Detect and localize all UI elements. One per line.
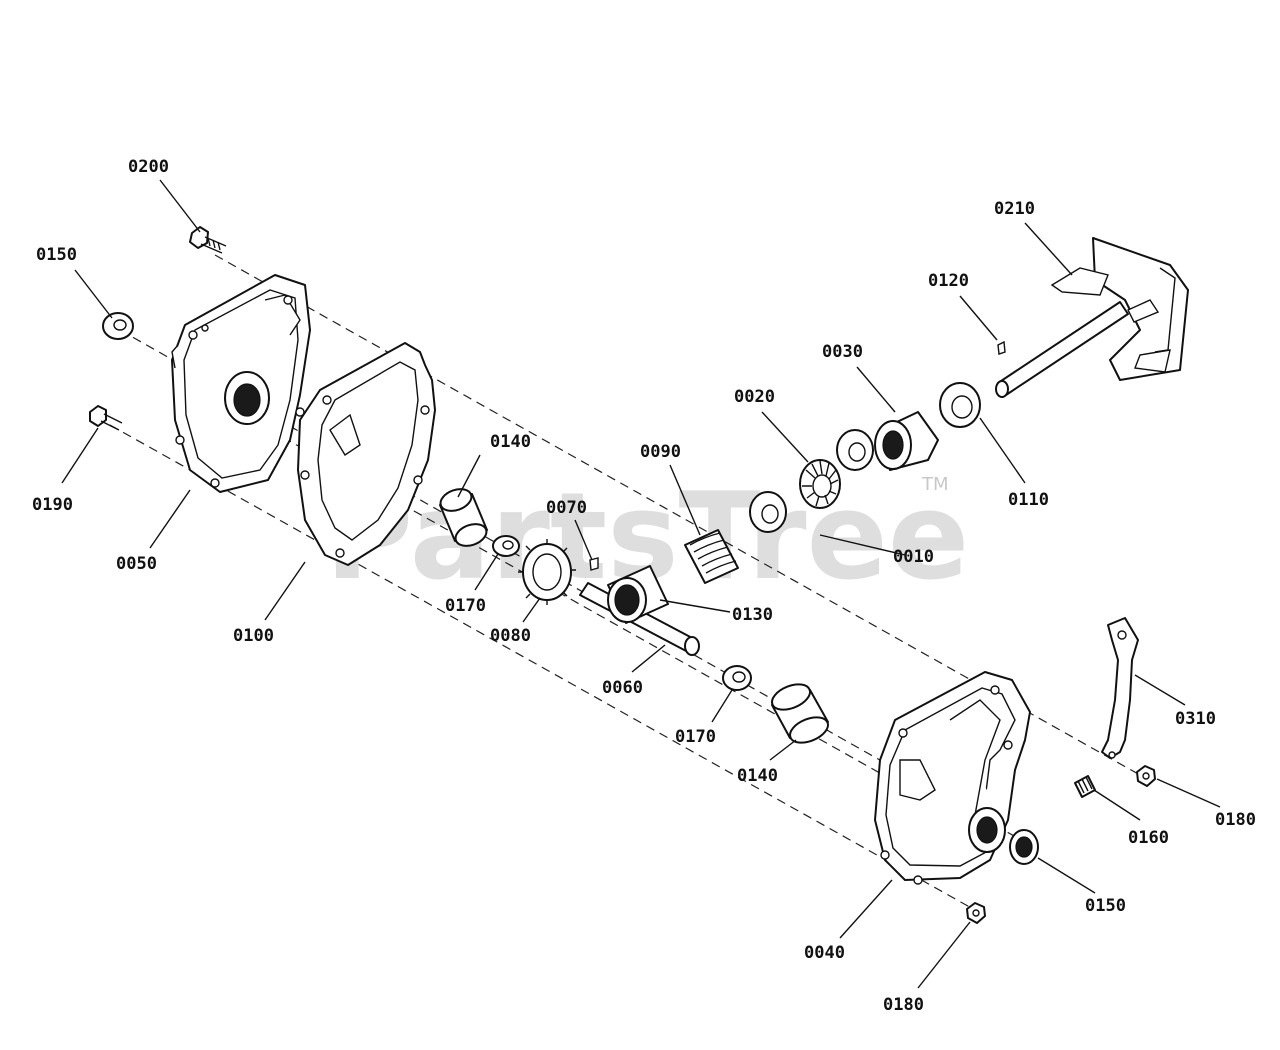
- part-bushing-0140-left[interactable]: [438, 485, 490, 550]
- leader-lines: [61, 179, 1221, 989]
- label-0180-bottom: 0180: [883, 995, 924, 1015]
- callout-labels: 0200 0150 0190 0050 0100 0140 0170 0080 …: [32, 157, 1256, 1015]
- label-0170-left: 0170: [445, 596, 486, 616]
- part-nut-0180-right[interactable]: [1136, 765, 1156, 787]
- label-0150-left: 0150: [36, 245, 77, 265]
- part-housing-0050[interactable]: [171, 274, 311, 493]
- part-bushing-0030[interactable]: [874, 411, 939, 471]
- label-0030: 0030: [822, 342, 863, 362]
- part-washer-0150-left[interactable]: [102, 312, 134, 340]
- label-0050: 0050: [116, 554, 157, 574]
- label-0140-right: 0140: [737, 766, 778, 786]
- label-0180-right: 0180: [1215, 810, 1256, 830]
- label-0070: 0070: [546, 498, 587, 518]
- part-washer-0170-left[interactable]: [492, 535, 520, 557]
- axis-middle: [119, 329, 1031, 846]
- part-washer-0030-front[interactable]: [836, 429, 874, 471]
- part-bolt-0200[interactable]: [189, 226, 227, 254]
- part-bushing-0140-right[interactable]: [768, 679, 831, 747]
- part-housing-0040[interactable]: [874, 671, 1031, 885]
- label-0150-right: 0150: [1085, 896, 1126, 916]
- label-0080: 0080: [490, 626, 531, 646]
- label-0170-right: 0170: [675, 727, 716, 747]
- part-gear-0080[interactable]: [518, 539, 576, 605]
- part-worm-0090[interactable]: [684, 529, 739, 584]
- part-sleeve-0130[interactable]: [607, 565, 669, 624]
- watermark-tm: TM: [921, 474, 949, 495]
- label-0040: 0040: [804, 943, 845, 963]
- axis-lower: [109, 424, 976, 911]
- part-bracket-0310[interactable]: [1101, 617, 1139, 759]
- label-0020: 0020: [734, 387, 775, 407]
- part-bearing-0020[interactable]: [799, 459, 841, 509]
- label-0110: 0110: [1008, 490, 1049, 510]
- label-0200: 0200: [128, 157, 169, 177]
- label-0140-left: 0140: [490, 432, 531, 452]
- part-washer-0150-right[interactable]: [1009, 829, 1039, 865]
- label-0190: 0190: [32, 495, 73, 515]
- part-washer-0170-right[interactable]: [722, 665, 752, 691]
- part-bolt-0190[interactable]: [89, 405, 123, 431]
- label-0010: 0010: [893, 547, 934, 567]
- part-gasket-0100[interactable]: [297, 342, 436, 566]
- part-pin-0120[interactable]: [997, 340, 1006, 355]
- part-nut-0180-bottom[interactable]: [966, 902, 986, 924]
- label-0130: 0130: [732, 605, 773, 625]
- label-0100: 0100: [233, 626, 274, 646]
- label-0090: 0090: [640, 442, 681, 462]
- part-washer-0010[interactable]: [749, 491, 787, 533]
- part-key-0070[interactable]: [589, 557, 599, 571]
- part-setscrew-0160[interactable]: [1074, 775, 1096, 798]
- part-impeller-0210[interactable]: [995, 237, 1189, 398]
- part-washer-0110[interactable]: [939, 382, 981, 428]
- label-0210: 0210: [994, 199, 1035, 219]
- label-0060: 0060: [602, 678, 643, 698]
- label-0160: 0160: [1128, 828, 1169, 848]
- label-0310: 0310: [1175, 709, 1216, 729]
- axis-upper: [214, 254, 1141, 776]
- label-0120: 0120: [928, 271, 969, 291]
